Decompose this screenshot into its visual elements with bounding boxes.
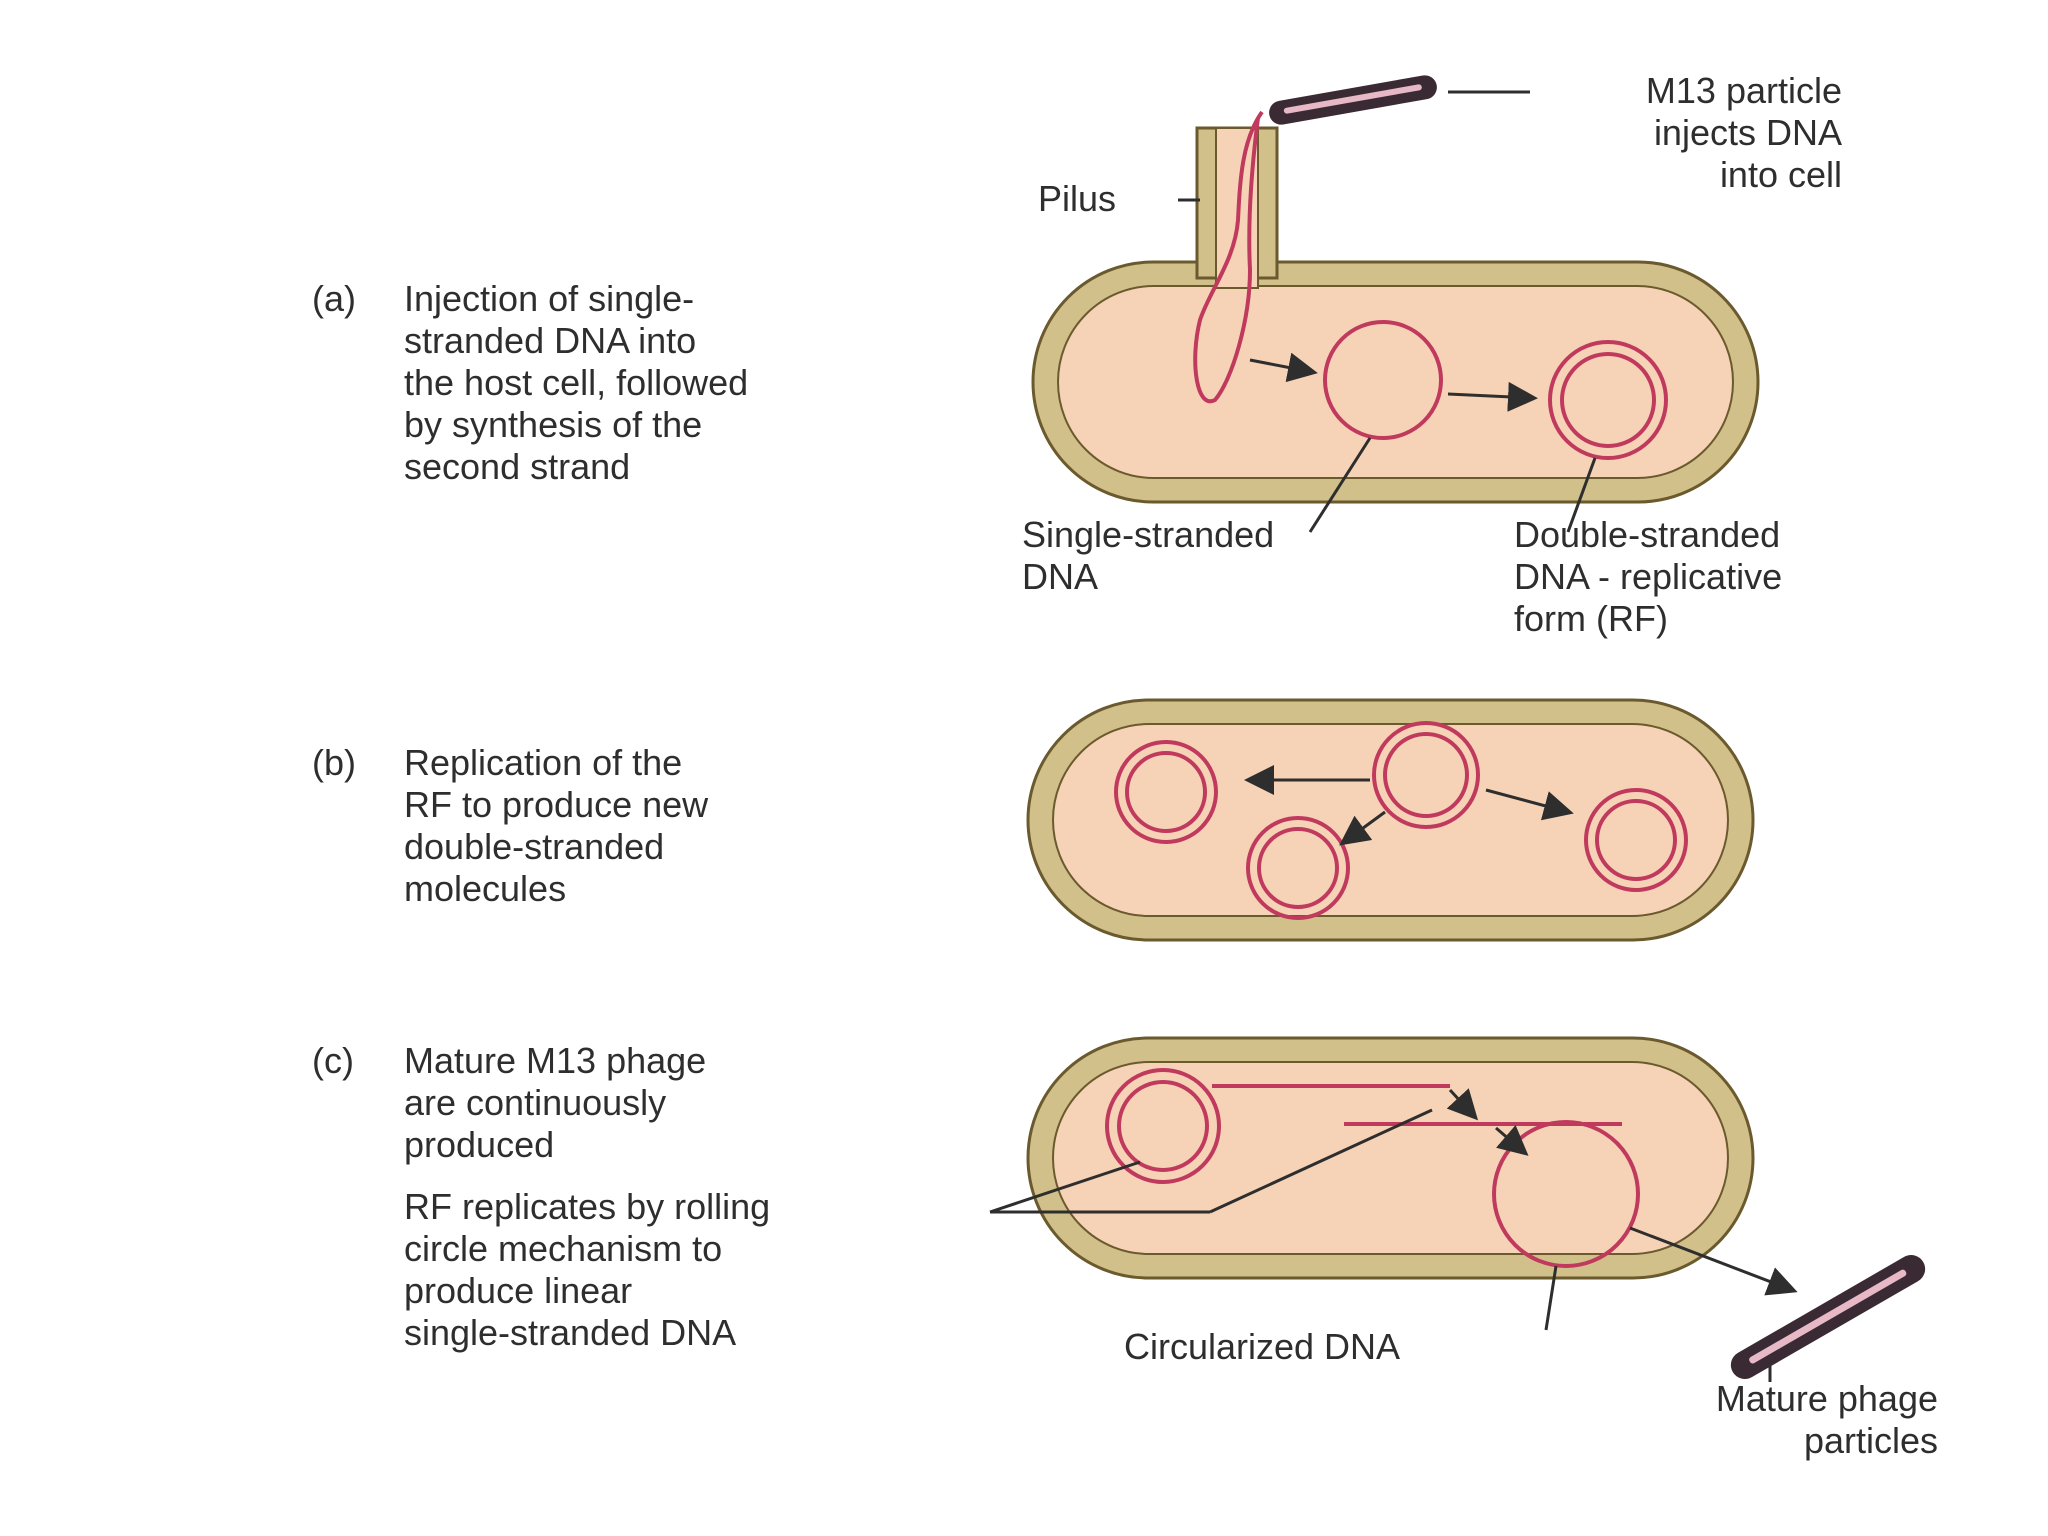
- stage-b-marker: (b): [312, 742, 356, 783]
- arrow-ss-synthesis: [1249, 352, 1318, 383]
- m13-label-line-3: into cell: [1719, 154, 1842, 195]
- stage-c-line-2: are continuously: [404, 1082, 667, 1123]
- stage-a-line-2: stranded DNA into: [404, 320, 697, 361]
- rolling-circle-label: RF replicates by rolling circle mechanis…: [404, 1186, 770, 1354]
- double-stranded-rf-circle: [1548, 340, 1668, 460]
- stage-c-marker: (c): [312, 1040, 354, 1081]
- mp-label-line-2: particles: [1803, 1420, 1938, 1461]
- single-stranded-label: Single-stranded DNA: [1022, 514, 1274, 598]
- rf-molecules: [1114, 721, 1688, 920]
- leader-rolling-circle-3: [1209, 1108, 1433, 1214]
- stage-a-line-3: the host cell, followed: [404, 362, 749, 403]
- ds-label-line-3: form (RF): [1514, 598, 1668, 639]
- stage-b-line-4: molecules: [404, 868, 567, 909]
- leader-single-stranded: [1308, 437, 1372, 533]
- stage-a-line-1: Injection of single-: [404, 278, 695, 319]
- ss-label-line-1: Single-stranded: [1022, 514, 1275, 555]
- arrow-rf-down: [1339, 810, 1386, 846]
- injected-dna-strand: [1193, 110, 1264, 404]
- mature-phage-label: Mature phage particles: [1560, 1378, 1938, 1462]
- mp-label-line-1: Mature phage: [1715, 1378, 1938, 1419]
- double-stranded-label: Double-stranded DNA - replicative form (…: [1514, 514, 1782, 640]
- m13-particle-label: M13 particle injects DNA into cell: [1532, 70, 1842, 196]
- m13-label-line-1: M13 particle: [1645, 70, 1842, 111]
- mature-phage-particle-icon: [1730, 1255, 1926, 1379]
- circularized-dna-circle: [1492, 1120, 1640, 1268]
- pilus-label: Pilus: [1038, 178, 1117, 219]
- leader-circularized: [1544, 1265, 1558, 1331]
- ds-label-line-1: Double-stranded: [1514, 514, 1781, 555]
- stage-c-line-3: produced: [404, 1124, 555, 1165]
- stage-b-line-1: Replication of the: [404, 742, 683, 783]
- stage-a-marker: (a): [312, 278, 356, 319]
- rc-label-line-4: single-stranded DNA: [404, 1312, 737, 1353]
- host-cell-b: [1026, 698, 1755, 942]
- arrow-strand-2: [1495, 1124, 1529, 1156]
- stage-c-line-1: Mature M13 phage: [404, 1040, 707, 1081]
- circularized-dna-label: Circularized DNA: [1124, 1326, 1401, 1367]
- host-cell-c: [1026, 1036, 1755, 1280]
- arrow-rf-right: [1485, 788, 1574, 821]
- leader-rolling-circle-1: [989, 1160, 1141, 1214]
- stage-a-line-5: second strand: [404, 446, 631, 487]
- stage-a-line-4: by synthesis of the: [404, 404, 703, 445]
- single-stranded-dna-circle: [1323, 320, 1443, 440]
- rc-label-line-3: produce linear: [404, 1270, 633, 1311]
- arrow-to-rf: [1447, 381, 1538, 412]
- host-cell-a: [1031, 126, 1760, 504]
- leader-double-stranded: [1566, 457, 1597, 533]
- stage-b-line-3: double-stranded: [404, 826, 665, 867]
- arrow-phage-exit: [1629, 1226, 1798, 1296]
- stage-b-line-2: RF to produce new: [404, 784, 709, 825]
- rf-circle-c: [1105, 1068, 1221, 1184]
- rc-label-line-2: circle mechanism to: [404, 1228, 723, 1269]
- ss-label-line-2: DNA: [1022, 556, 1099, 597]
- rc-label-line-1: RF replicates by rolling: [404, 1186, 771, 1227]
- ds-label-line-2: DNA - replicative: [1514, 556, 1783, 597]
- m13-particle-icon: [1269, 75, 1437, 125]
- arrow-strand-1: [1446, 1088, 1479, 1121]
- m13-label-line-2: injects DNA: [1653, 112, 1842, 153]
